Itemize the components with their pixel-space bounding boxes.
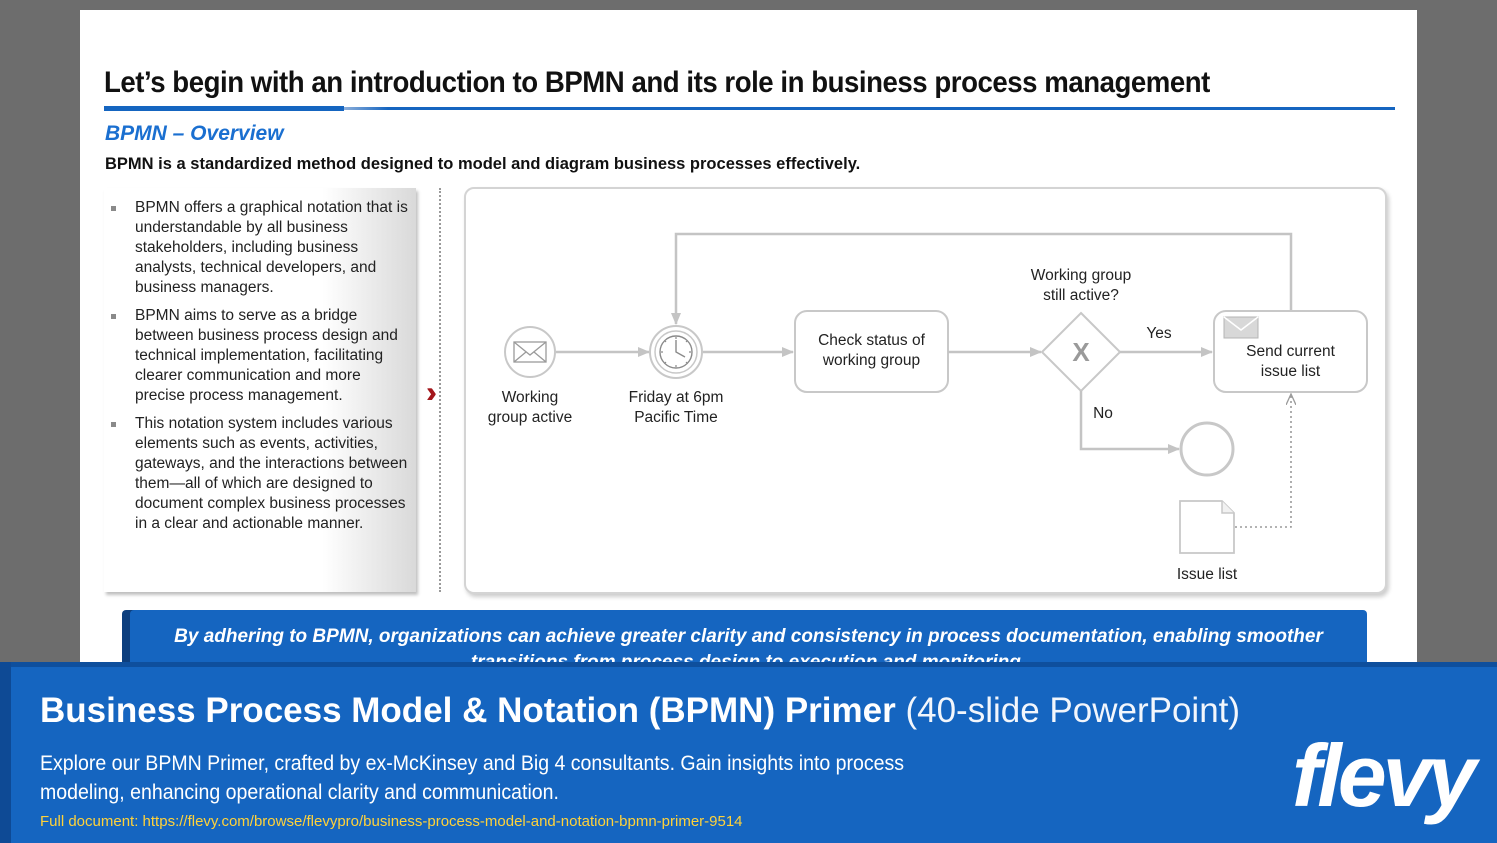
task-check-status-label: Check status of working group bbox=[797, 331, 946, 371]
flow-no bbox=[1079, 391, 1180, 454]
gateway-question-line1: Working group bbox=[1030, 267, 1132, 284]
banner-title-suffix: (40-slide PowerPoint) bbox=[905, 691, 1241, 730]
flevy-logo[interactable]: flevy bbox=[1292, 726, 1477, 825]
start-event-label-line2: group active bbox=[487, 409, 573, 426]
timer-event bbox=[649, 325, 703, 379]
task-send-issue-list-label: Send current issue list bbox=[1216, 342, 1365, 382]
start-event bbox=[504, 326, 556, 378]
envelope-icon bbox=[1223, 316, 1259, 339]
bullet-item: This notation system includes various el… bbox=[111, 415, 408, 532]
bullet-panel: BPMN offers a graphical notation that is… bbox=[104, 188, 416, 592]
bullet-list: BPMN offers a graphical notation that is… bbox=[104, 188, 416, 534]
banner-title-main: Business Process Model & Notation (BPMN)… bbox=[40, 691, 896, 730]
data-object-label: Issue list bbox=[1176, 566, 1238, 583]
no-label: No bbox=[1093, 405, 1113, 422]
chevron-right-icon: ›› bbox=[426, 376, 437, 409]
dotted-divider bbox=[439, 188, 441, 592]
task-send-issue-list-line1: Send current bbox=[1246, 343, 1335, 360]
banner-edge bbox=[0, 662, 11, 843]
title-rule bbox=[104, 107, 1395, 110]
banner-description: Explore our BPMN Primer, crafted by ex-M… bbox=[40, 752, 905, 804]
gateway-question-line2: still active? bbox=[1043, 287, 1119, 304]
loop-back-flow bbox=[671, 232, 1293, 325]
callout-text: By adhering to BPMN, organizations can a… bbox=[174, 626, 1323, 670]
start-event-label: Working group active bbox=[480, 388, 580, 428]
end-event bbox=[1179, 421, 1235, 477]
data-association bbox=[1235, 394, 1291, 528]
gateway-x-icon: X bbox=[1072, 337, 1090, 367]
promo-banner: Business Process Model & Notation (BPMN)… bbox=[0, 662, 1497, 843]
timer-event-label-line2: Pacific Time bbox=[634, 409, 718, 426]
task-check-status-line2: working group bbox=[822, 352, 921, 369]
slide: Let’s begin with an introduction to BPMN… bbox=[80, 10, 1417, 710]
slide-title: Let’s begin with an introduction to BPMN… bbox=[104, 66, 1210, 99]
title-rule-accent bbox=[104, 106, 344, 111]
yes-label: Yes bbox=[1146, 325, 1172, 342]
bpmn-diagram: Working group active Friday at 6pm Pacif… bbox=[464, 187, 1387, 594]
document-link[interactable]: Full document: https://flevy.com/browse/… bbox=[40, 813, 743, 830]
lead-sentence: BPMN is a standardized method designed t… bbox=[105, 155, 861, 173]
bullet-item: BPMN offers a graphical notation that is… bbox=[111, 199, 408, 296]
banner-title: Business Process Model & Notation (BPMN)… bbox=[40, 691, 1240, 731]
section-heading: BPMN – Overview bbox=[105, 122, 284, 145]
timer-event-label-line1: Friday at 6pm bbox=[628, 389, 724, 406]
task-check-status-line1: Check status of bbox=[818, 332, 925, 349]
key-takeaway-callout: By adhering to BPMN, organizations can a… bbox=[130, 610, 1367, 670]
bullet-item: BPMN aims to serve as a bridge between b… bbox=[111, 306, 408, 406]
gateway-question: Working group still active? bbox=[1016, 266, 1146, 306]
start-event-label-line1: Working bbox=[501, 389, 559, 406]
bpmn-diagram-canvas bbox=[504, 232, 1368, 554]
timer-event-label: Friday at 6pm Pacific Time bbox=[616, 388, 736, 428]
data-object-issue-list bbox=[1179, 500, 1235, 554]
envelope-icon bbox=[513, 341, 547, 363]
task-send-issue-list-line2: issue list bbox=[1260, 363, 1321, 380]
